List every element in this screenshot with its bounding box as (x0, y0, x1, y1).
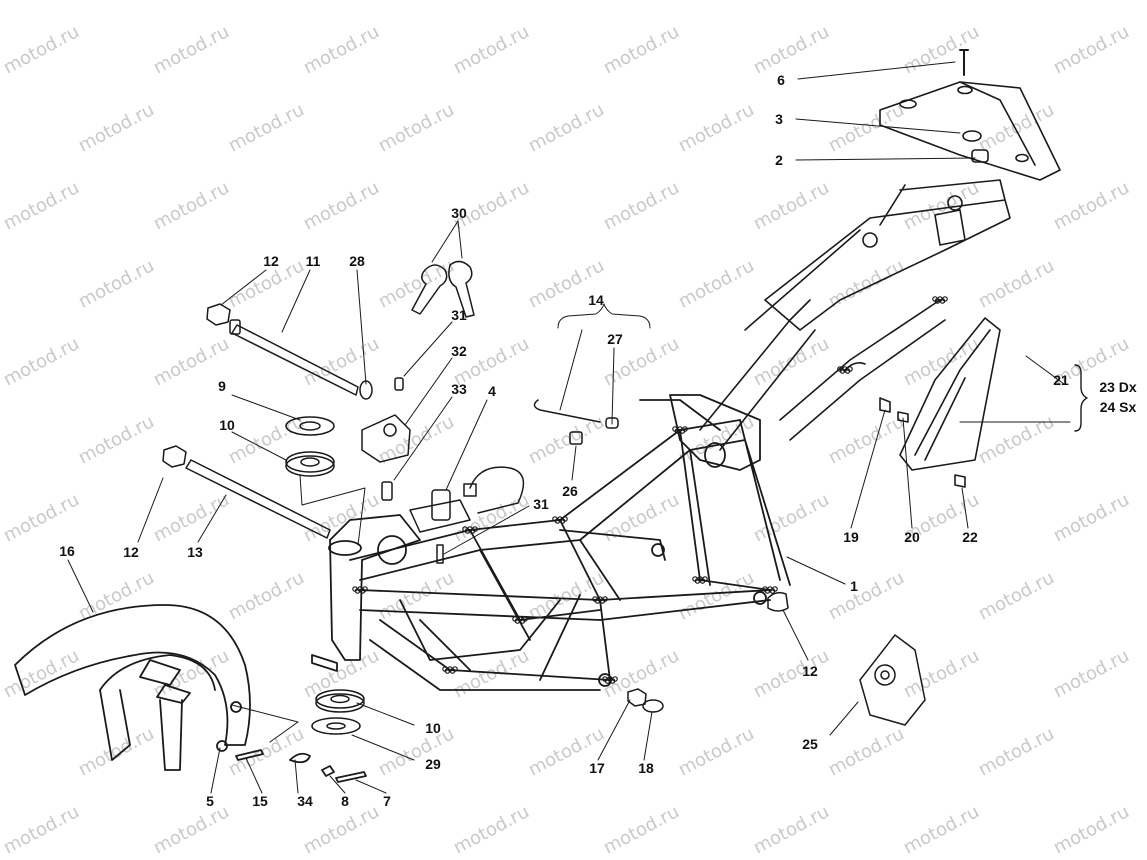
parts-left (162, 303, 411, 539)
weld-beads (352, 296, 948, 684)
callout-30: 30 (451, 205, 467, 221)
callout-22: 22 (962, 529, 978, 545)
weld-bead (472, 526, 478, 532)
weld-bead (682, 426, 688, 432)
callout-33: 33 (451, 381, 467, 397)
callout-34: 34 (297, 793, 313, 809)
front-mudguard (14, 604, 367, 783)
callout-15: 15 (252, 793, 268, 809)
callout-10b: 10 (425, 720, 441, 736)
callout-14: 14 (588, 292, 604, 308)
tank-bracket (859, 634, 926, 726)
callout-3: 3 (775, 111, 783, 127)
callout-23dx: 23 Dx (1099, 379, 1137, 395)
callout-12c: 12 (802, 663, 818, 679)
callout-5: 5 (206, 793, 214, 809)
rear-subframe (699, 179, 1011, 451)
weld-bead (452, 666, 458, 672)
callout-31b: 31 (533, 496, 549, 512)
callout-12b: 12 (123, 544, 139, 560)
side-panel (879, 317, 1001, 488)
weld-bead (702, 576, 708, 582)
weld-bead (522, 616, 528, 622)
leader-lines (67, 61, 1088, 794)
steering-head (311, 514, 421, 672)
weld-bead (942, 296, 948, 302)
callout-12a: 12 (263, 253, 279, 269)
callout-31a: 31 (451, 307, 467, 323)
callout-24sx: 24 Sx (1099, 399, 1137, 415)
callout-18: 18 (638, 760, 654, 776)
callout-4: 4 (488, 383, 496, 399)
weld-bead (562, 516, 568, 522)
callout-29: 29 (425, 756, 441, 772)
callout-6: 6 (777, 72, 785, 88)
weld-bead (612, 676, 618, 682)
callout-16: 16 (59, 543, 75, 559)
choke-cable (533, 399, 619, 445)
callout-10a: 10 (219, 417, 235, 433)
ignition-lock (409, 466, 525, 564)
callout-1: 1 (850, 578, 858, 594)
callout-7: 7 (383, 793, 391, 809)
callout-13: 13 (187, 544, 203, 560)
weld-bead (602, 596, 608, 602)
weld-bead (362, 586, 368, 592)
callout-28: 28 (349, 253, 365, 269)
callout-20: 20 (904, 529, 920, 545)
callout-26: 26 (562, 483, 578, 499)
tail-cover (879, 49, 1061, 181)
callout-27: 27 (607, 331, 623, 347)
callout-11: 11 (305, 253, 321, 269)
callout-21: 21 (1053, 372, 1069, 388)
callout-2: 2 (775, 152, 783, 168)
weld-bead (847, 366, 853, 372)
parts-bottom (311, 591, 789, 735)
callout-25: 25 (802, 736, 818, 752)
keys (411, 260, 475, 318)
weld-bead (772, 586, 778, 592)
callout-32: 32 (451, 343, 467, 359)
callout-9: 9 (218, 378, 226, 394)
callout-8: 8 (341, 793, 349, 809)
callout-17: 17 (589, 760, 605, 776)
callout-19: 19 (843, 529, 859, 545)
